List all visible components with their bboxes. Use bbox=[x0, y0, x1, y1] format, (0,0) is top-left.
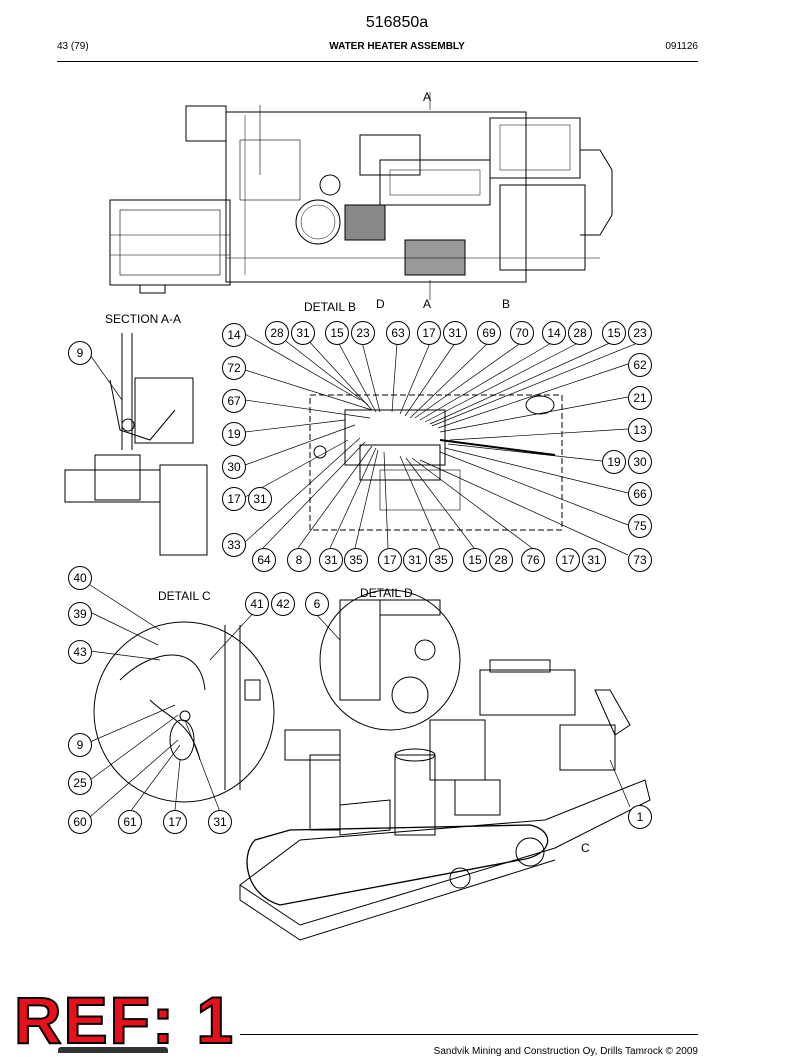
callout: 67 bbox=[222, 389, 246, 413]
page-title: WATER HEATER ASSEMBLY bbox=[329, 41, 465, 52]
callout: 62 bbox=[628, 353, 652, 377]
detail-d-title: DETAIL D bbox=[360, 586, 413, 600]
callout: 19 bbox=[222, 422, 246, 446]
callout: 23 bbox=[351, 321, 375, 345]
callout: 28 bbox=[265, 321, 289, 345]
callout: 31 bbox=[319, 548, 343, 572]
callout: 15 bbox=[602, 321, 626, 345]
callout: 17 bbox=[556, 548, 580, 572]
callout: 63 bbox=[386, 321, 410, 345]
section-marker-bottom: A bbox=[423, 297, 432, 311]
callout: 19 bbox=[602, 450, 626, 474]
callout: 31 bbox=[582, 548, 606, 572]
callout: 25 bbox=[68, 771, 92, 795]
callout: 9 bbox=[68, 733, 92, 757]
callout: 8 bbox=[287, 548, 311, 572]
callout: 66 bbox=[628, 482, 652, 506]
callout: 40 bbox=[68, 566, 92, 590]
callout: 61 bbox=[118, 810, 142, 834]
callout: 35 bbox=[344, 548, 368, 572]
callout: 41 bbox=[245, 592, 269, 616]
callout: 70 bbox=[510, 321, 534, 345]
callout: 31 bbox=[291, 321, 315, 345]
callout: 69 bbox=[477, 321, 501, 345]
callout: 60 bbox=[68, 810, 92, 834]
callout: 42 bbox=[271, 592, 295, 616]
callout: 31 bbox=[443, 321, 467, 345]
callout: 15 bbox=[463, 548, 487, 572]
callout: 9 bbox=[68, 341, 92, 365]
callout: 1 bbox=[628, 805, 652, 829]
callout: 76 bbox=[521, 548, 545, 572]
callout: 73 bbox=[628, 548, 652, 572]
page-number: 43 (79) bbox=[57, 41, 89, 52]
section-title: SECTION A-A bbox=[105, 312, 182, 326]
detail-b-title: DETAIL B bbox=[304, 300, 357, 314]
callout: 28 bbox=[489, 548, 513, 572]
footer-rule bbox=[240, 1034, 698, 1035]
callout: 13 bbox=[628, 418, 652, 442]
detail-c-marker: C bbox=[581, 841, 590, 855]
callout: 21 bbox=[628, 386, 652, 410]
callout: 64 bbox=[252, 548, 276, 572]
document-number: 516850a bbox=[365, 14, 429, 31]
callout: 15 bbox=[325, 321, 349, 345]
callout: 39 bbox=[68, 602, 92, 626]
ref-stamp: REF: 1 bbox=[13, 983, 236, 1057]
callout: 17 bbox=[163, 810, 187, 834]
callout: 72 bbox=[222, 356, 246, 380]
footer-copyright: Sandvik Mining and Construction Oy, Dril… bbox=[433, 1046, 698, 1057]
callout: 14 bbox=[222, 323, 246, 347]
callout: 28 bbox=[568, 321, 592, 345]
callout: 14 bbox=[542, 321, 566, 345]
company-logo bbox=[58, 1047, 168, 1053]
detail-d-marker: D bbox=[376, 297, 385, 311]
callout: 31 bbox=[248, 487, 272, 511]
document-code: 091126 bbox=[665, 41, 698, 52]
detail-c-title: DETAIL C bbox=[158, 589, 211, 603]
callout: 30 bbox=[628, 450, 652, 474]
detail-b-marker: B bbox=[502, 297, 511, 311]
callout: 75 bbox=[628, 514, 652, 538]
callout: 23 bbox=[628, 321, 652, 345]
callout: 33 bbox=[222, 533, 246, 557]
callout: 17 bbox=[417, 321, 441, 345]
callout: 43 bbox=[68, 640, 92, 664]
callout: 6 bbox=[305, 592, 329, 616]
header-rule bbox=[57, 61, 698, 62]
callout: 35 bbox=[429, 548, 453, 572]
callout: 17 bbox=[378, 548, 402, 572]
callout: 31 bbox=[403, 548, 427, 572]
callout: 30 bbox=[222, 455, 246, 479]
callout: 31 bbox=[208, 810, 232, 834]
callout: 17 bbox=[222, 487, 246, 511]
section-marker-top: A bbox=[423, 90, 432, 104]
